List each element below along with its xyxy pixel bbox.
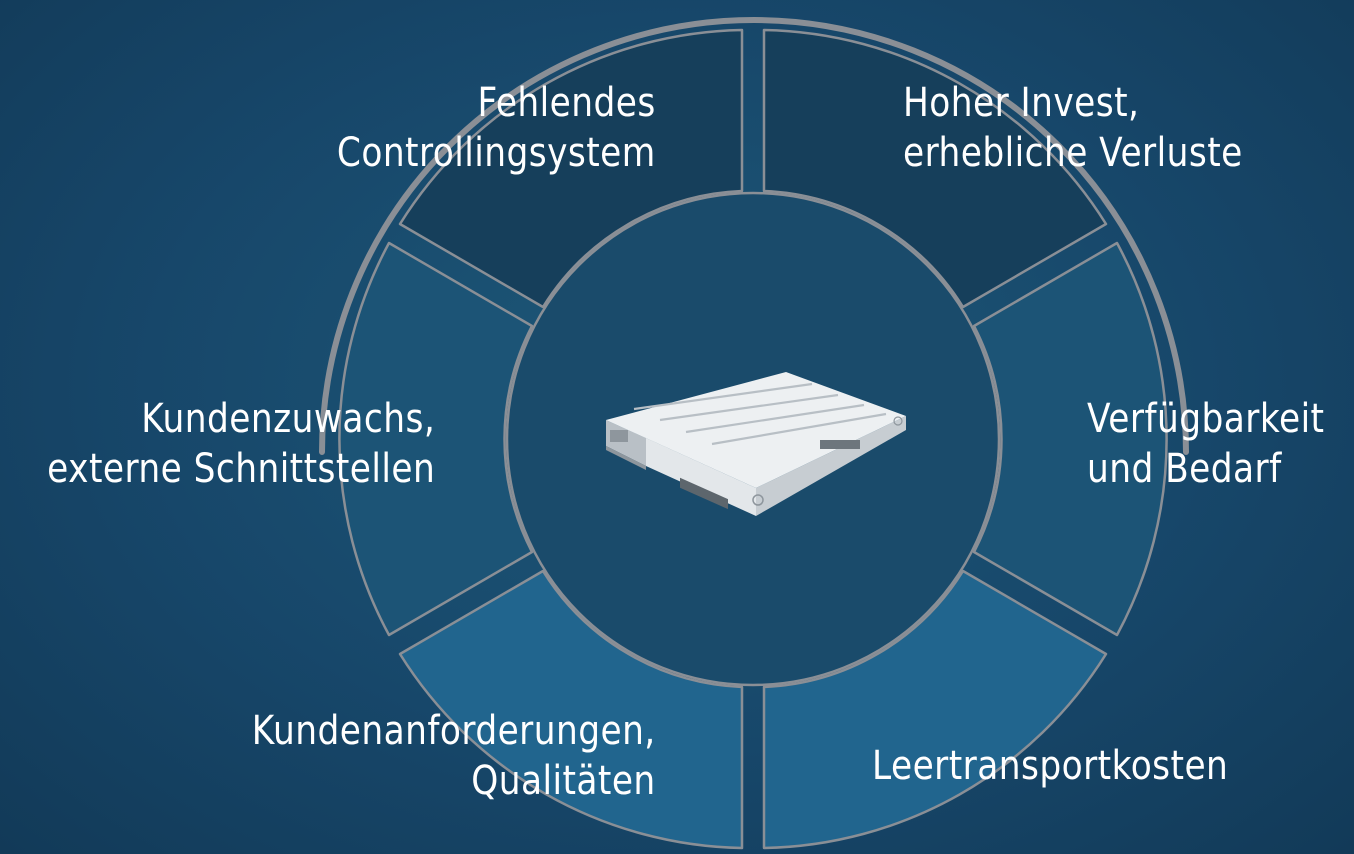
- label-leertransportkosten: Leertransportkosten: [872, 743, 1229, 789]
- label-hoher-invest: Hoher Invest, erhebliche Verluste: [903, 80, 1243, 176]
- segment-bottom-right: [762, 569, 1108, 850]
- segment-bottom-left: [398, 569, 744, 850]
- pallet-icon: [606, 372, 906, 516]
- label-kundenanforderungen-qualitaeten: Kundenanforderungen, Qualitäten: [252, 708, 656, 804]
- segment-left: [338, 241, 534, 637]
- label-kundenzuwachs-schnittstellen: Kundenzuwachs, externe Schnittstellen: [46, 396, 435, 492]
- label-fehlendes-controllingsystem: Fehlendes Controllingsystem: [337, 80, 656, 176]
- segment-top-right: [762, 28, 1108, 309]
- outer-ring-arc: [319, 17, 1189, 455]
- label-verfuegbarkeit-bedarf: Verfügbarkeit und Bedarf: [1087, 396, 1325, 492]
- segment-right: [972, 241, 1168, 637]
- segment-top-left: [398, 28, 744, 309]
